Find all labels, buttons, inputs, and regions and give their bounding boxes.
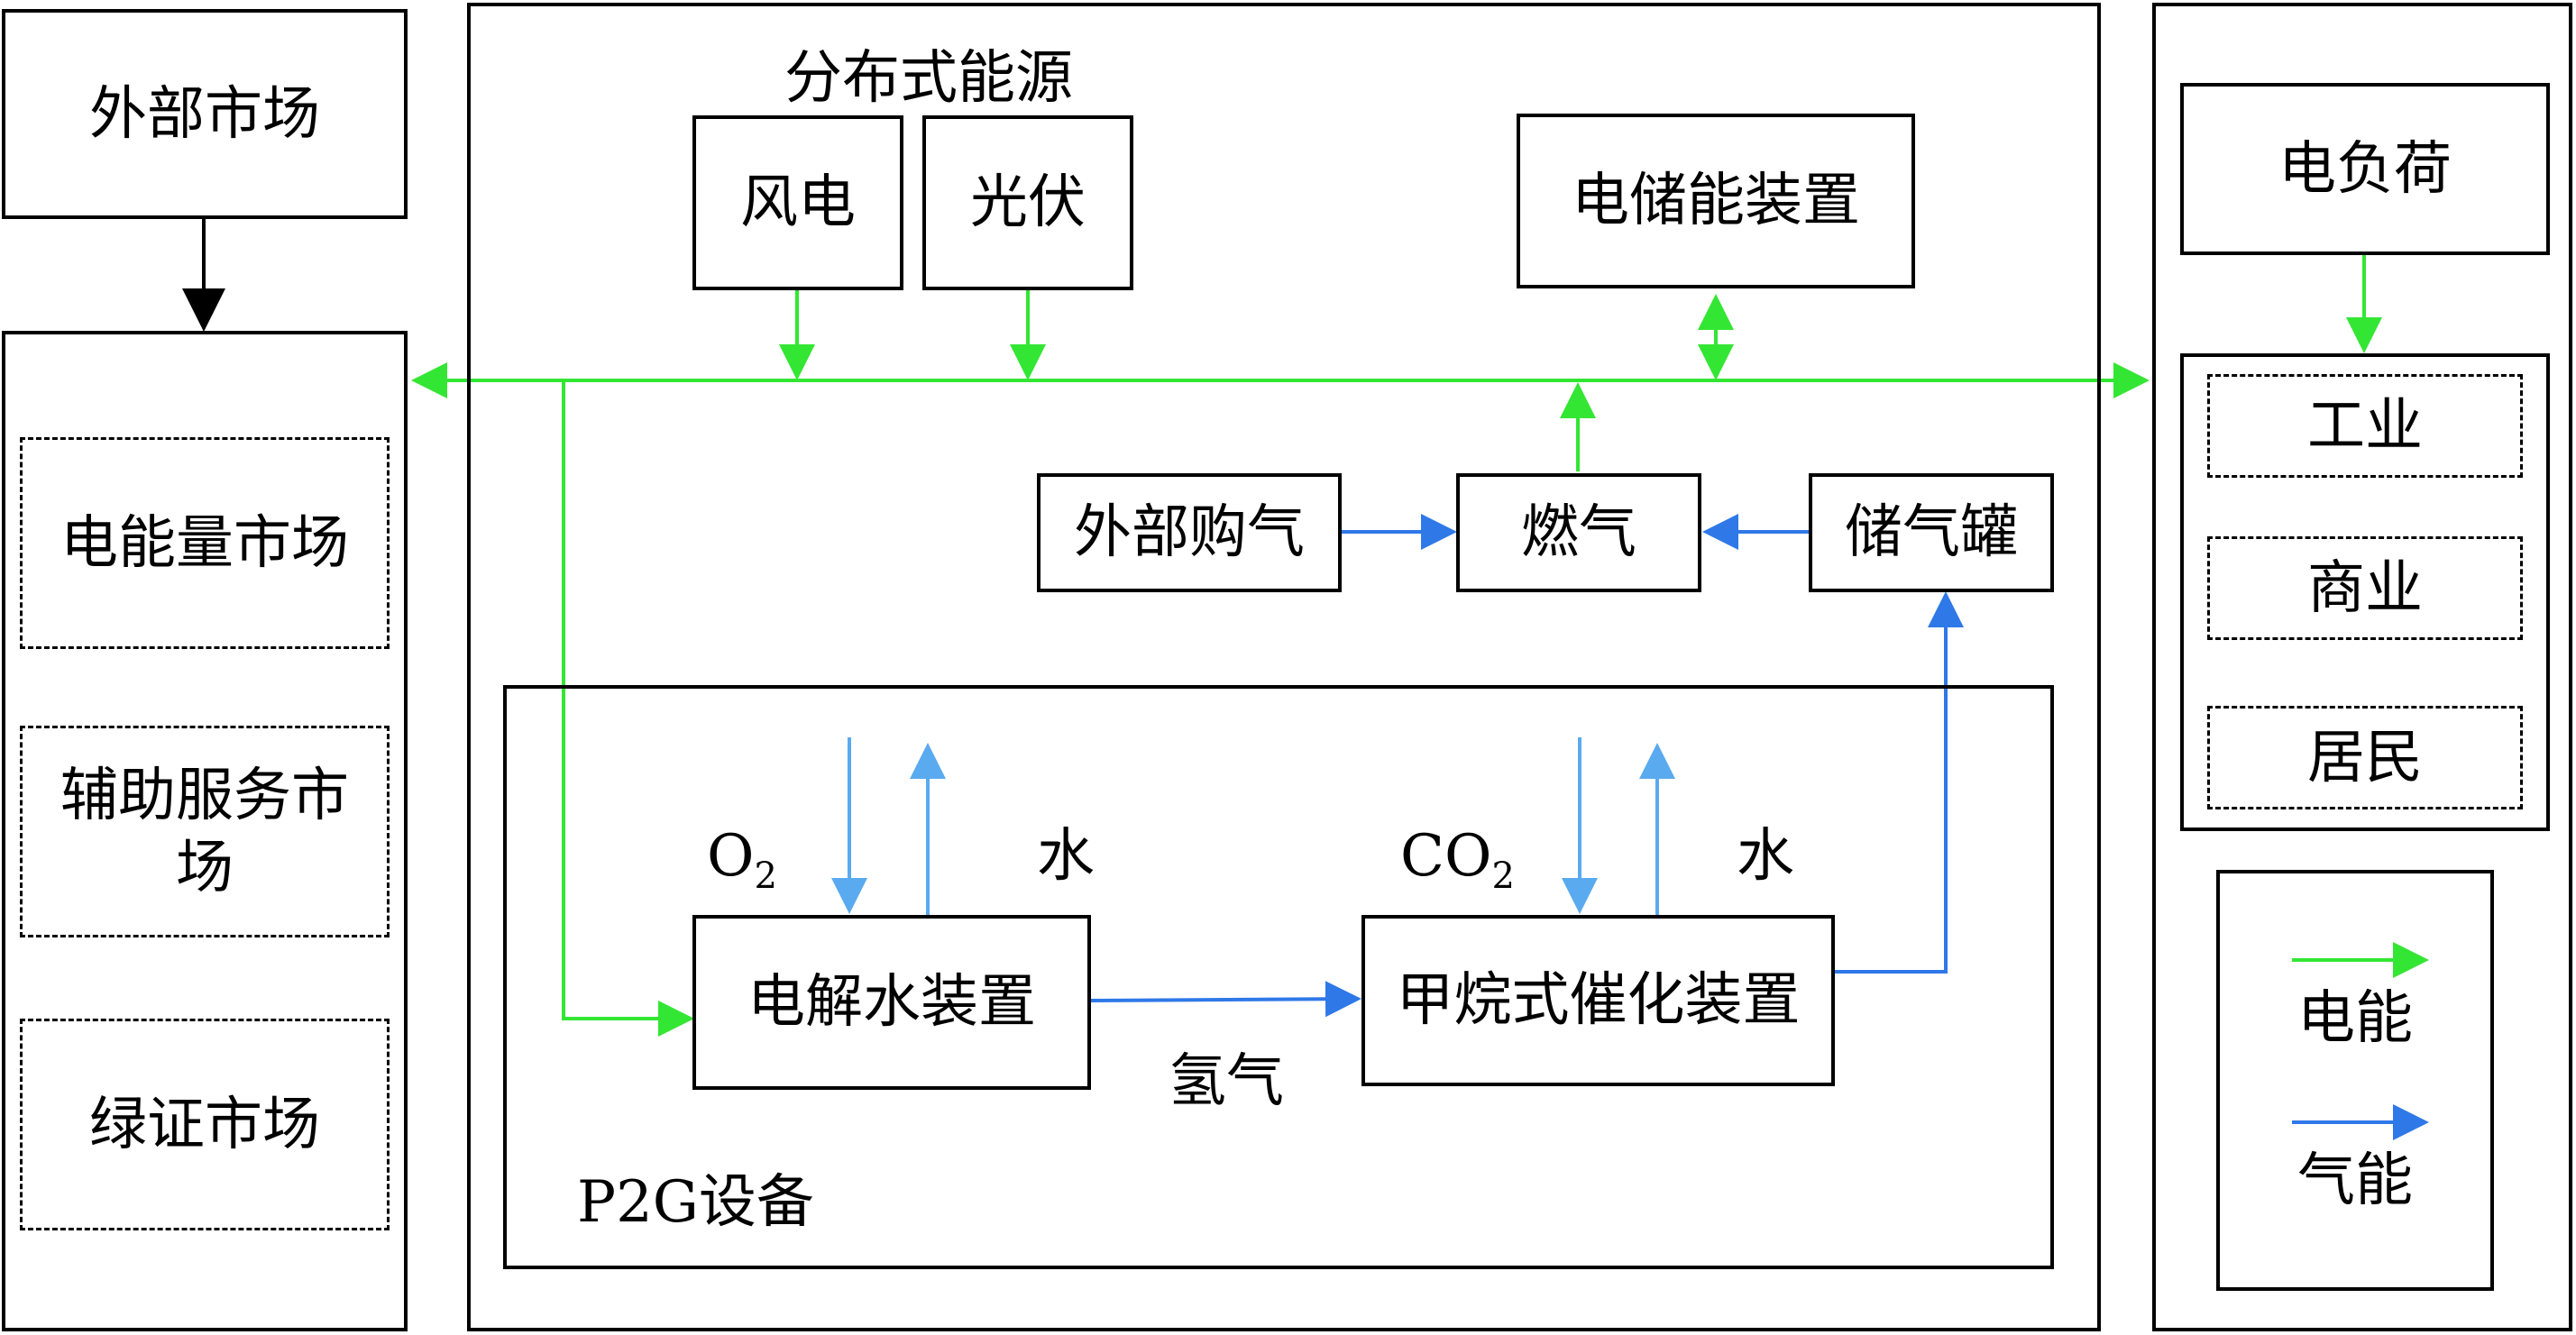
- p2g-title: P2G设备: [577, 1169, 814, 1236]
- energy-market-label: 电能量市场: [60, 509, 349, 577]
- water-label-1: 水: [1037, 823, 1095, 890]
- arrow-methanation-to-tank: [1835, 591, 1964, 974]
- energy-market-box: [20, 437, 390, 649]
- hydrogen-label: 氢气: [1169, 1048, 1284, 1115]
- commerce-label: 商业: [2307, 554, 2423, 622]
- electrolyzer-box: [692, 915, 1091, 1090]
- methanation-label: 甲烷式催化装置: [1396, 967, 1801, 1034]
- residential-box: [2207, 706, 2523, 809]
- o2-text: O: [707, 823, 755, 890]
- arrow-hydrogen: [1090, 981, 1361, 1018]
- load-label: 电负荷: [2278, 135, 2452, 203]
- green-cert-market-box: [20, 1019, 390, 1230]
- external-market-box: [2, 9, 408, 219]
- center-system-box: [467, 3, 2101, 1331]
- commerce-box: [2207, 536, 2523, 640]
- markets-box: [2, 331, 408, 1331]
- distributed-energy-label: 分布式能源: [784, 45, 1073, 112]
- external-gas-label: 外部购气: [1074, 499, 1305, 566]
- industry-box: [2207, 374, 2523, 478]
- o2-subscript: 2: [754, 855, 777, 897]
- co2-label: CO2: [1400, 828, 1515, 894]
- o2-label: O2: [707, 828, 777, 894]
- wind-box: [692, 115, 903, 290]
- water-label-2: 水: [1737, 823, 1794, 890]
- co2-text: CO: [1400, 823, 1492, 890]
- electrolyzer-label: 电解水装置: [747, 969, 1036, 1036]
- gas-tank-box: [1809, 473, 2054, 592]
- wind-label: 风电: [740, 169, 856, 236]
- external-gas-box: [1037, 473, 1342, 592]
- consumers-box: [2180, 353, 2550, 831]
- pv-box: [922, 115, 1133, 290]
- p2g-box: [503, 685, 2054, 1269]
- right-column-box: [2152, 3, 2572, 1331]
- arrow-bus-to-electrolyzer: [562, 380, 694, 1037]
- load-box: [2180, 83, 2550, 255]
- residential-label: 居民: [2307, 724, 2423, 791]
- legend-gas-label: 气能: [2297, 1148, 2413, 1214]
- storage-label: 电储能装置: [1572, 168, 1860, 234]
- co2-subscript: 2: [1491, 855, 1515, 897]
- ancillary-market-label: 辅助服务市场: [60, 762, 349, 901]
- green-cert-market-label: 绿证市场: [89, 1091, 320, 1158]
- storage-box: [1517, 114, 1915, 288]
- industry-label: 工业: [2307, 392, 2423, 460]
- legend-electric-label: 电能: [2297, 985, 2413, 1052]
- gas-box: [1456, 473, 1701, 592]
- gas-tank-label: 储气罐: [1845, 499, 2018, 566]
- legend-box: [2216, 870, 2494, 1291]
- ancillary-market-box: [20, 726, 390, 937]
- external-market-label: 外部市场: [89, 80, 320, 148]
- gas-label: 燃气: [1521, 499, 1636, 566]
- methanation-box: [1361, 915, 1835, 1086]
- pv-label: 光伏: [970, 169, 1086, 236]
